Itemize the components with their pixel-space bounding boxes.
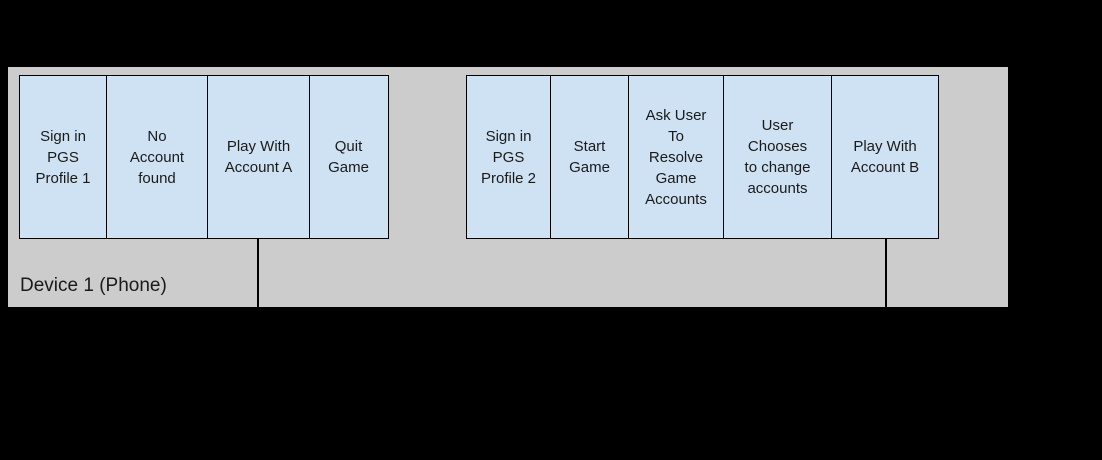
connector-line-account-a	[257, 239, 259, 307]
flow-step-ask-user-to-resolve-game-accounts: Ask User To Resolve Game Accounts	[628, 75, 724, 239]
flow-step-sign-in-pgs-profile-1: Sign in PGS Profile 1	[19, 75, 107, 239]
flow-step-play-with-account-a: Play With Account A	[207, 75, 310, 239]
connector-line-account-b	[885, 239, 887, 307]
device-1-lane: Sign in PGS Profile 1 No Account found P…	[8, 67, 1008, 307]
flow-step-play-with-account-b: Play With Account B	[831, 75, 939, 239]
flow-group-profile-2: Sign in PGS Profile 2 Start Game Ask Use…	[466, 75, 939, 239]
flow-step-quit-game: Quit Game	[308, 75, 389, 239]
flow-group-profile-1: Sign in PGS Profile 1 No Account found P…	[19, 75, 389, 239]
flow-step-start-game: Start Game	[549, 75, 630, 239]
lane-label-device-1-phone: Device 1 (Phone)	[20, 275, 167, 296]
flow-step-user-chooses-to-change-accounts: User Chooses to change accounts	[722, 75, 833, 239]
flow-step-sign-in-pgs-profile-2: Sign in PGS Profile 2	[466, 75, 551, 239]
flow-step-no-account-found: No Account found	[105, 75, 209, 239]
